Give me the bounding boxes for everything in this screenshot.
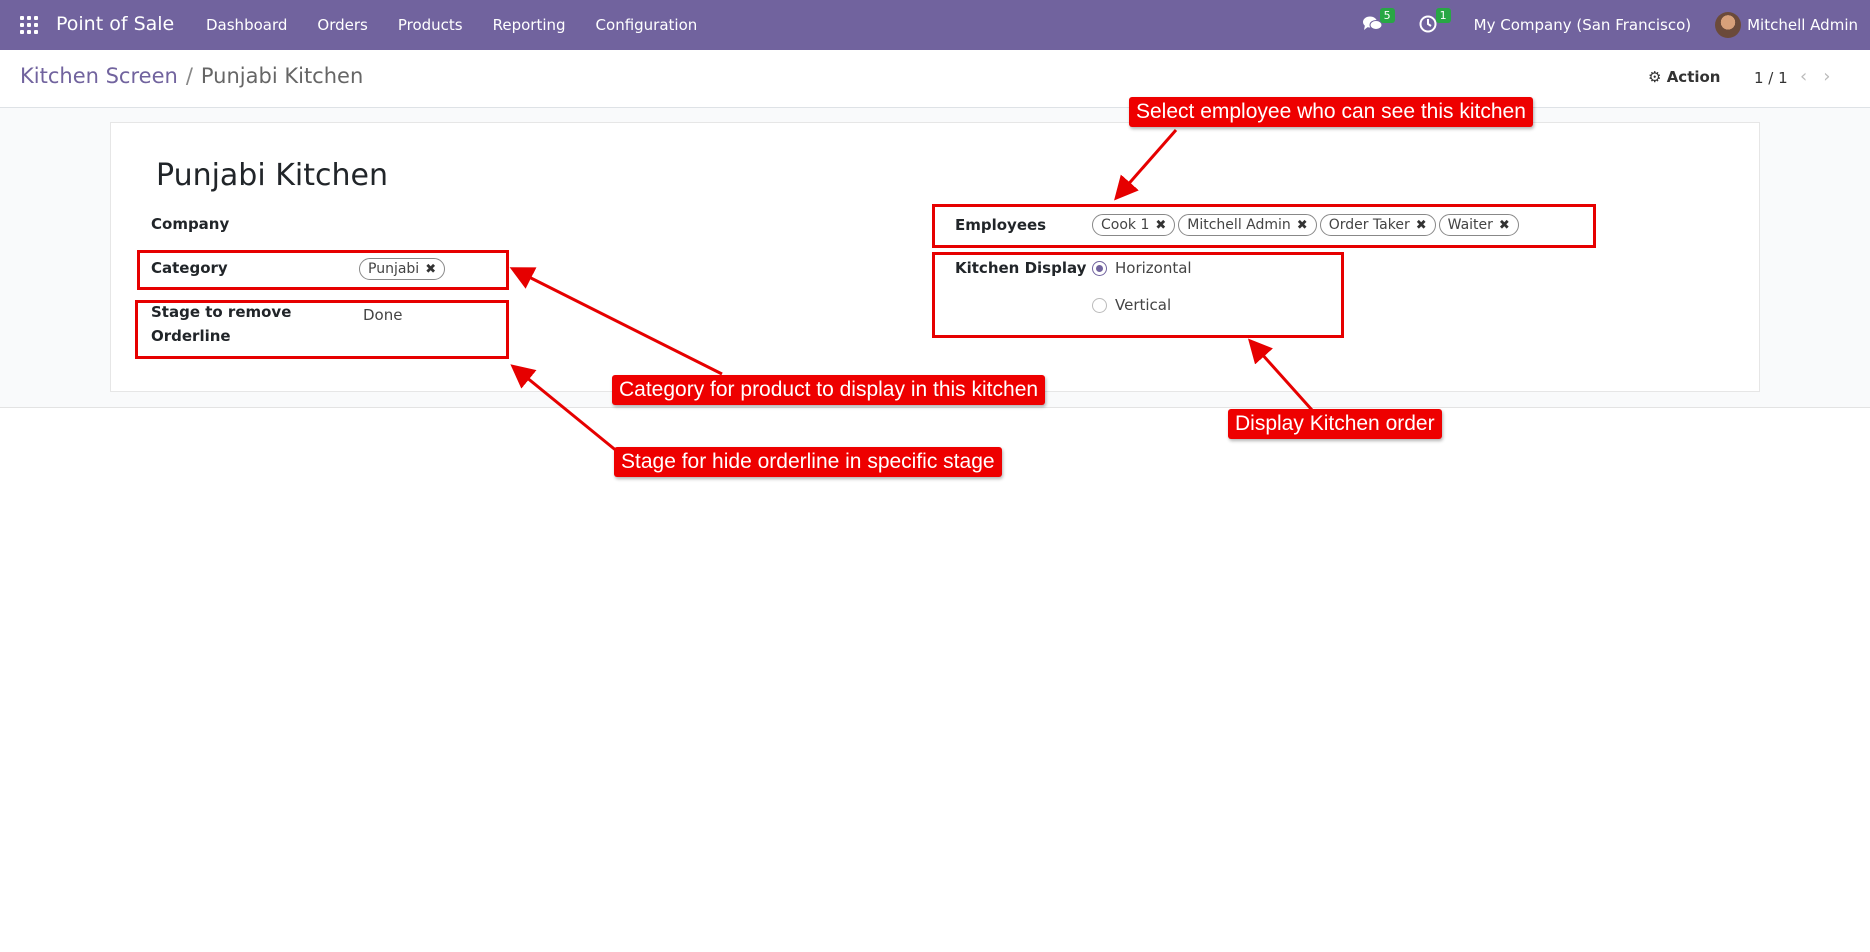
stage-label-line1: Stage to remove [151,303,292,321]
category-arrow [509,267,723,376]
remove-tag-icon[interactable]: ✖ [1498,217,1510,233]
radio-checked-icon [1092,260,1107,276]
radio-horizontal[interactable]: Horizontal [1092,259,1192,277]
pager-value[interactable]: 1 / 1 [1754,69,1788,87]
chevron-left-icon[interactable]: ‹ [1800,66,1808,87]
employee-tag: Cook 1 ✖ [1092,214,1176,236]
employee-tag-label: Order Taker [1328,217,1410,233]
radio-unchecked-icon [1092,297,1107,313]
menu-products[interactable]: Products [397,16,463,34]
employee-tag-label: Mitchell Admin [1187,217,1291,233]
stage-arrow [510,364,619,454]
main-menu: Dashboard Orders Products Reporting Conf… [206,16,727,34]
chat-icon [1362,16,1383,30]
employees-arrow [1114,129,1178,201]
radio-horizontal-label: Horizontal [1115,259,1192,277]
category-field[interactable]: Punjabi ✖ [359,258,448,280]
clock-icon [1419,15,1437,33]
breadcrumb-parent[interactable]: Kitchen Screen [20,64,178,88]
company-switcher[interactable]: My Company (San Francisco) [1473,16,1692,34]
display-arrow [1247,338,1314,412]
employees-note: Select employee who can see this kitchen [1129,97,1533,127]
menu-configuration[interactable]: Configuration [595,16,698,34]
systray: 5 1 My Company (San Francisco) Mitchell … [1362,0,1870,50]
category-tag: Punjabi ✖ [359,258,446,280]
employee-tag: Waiter ✖ [1438,214,1519,236]
stage-field[interactable]: Done [363,306,403,324]
remove-tag-icon[interactable]: ✖ [1155,217,1167,233]
employee-tag-label: Cook 1 [1101,217,1150,233]
category-highlight-box [137,250,509,290]
remove-tag-icon[interactable]: ✖ [425,261,437,277]
chevron-right-icon[interactable]: › [1823,66,1831,87]
activities-button[interactable]: 1 [1418,8,1451,36]
messages-badge: 5 [1379,8,1395,23]
kitchen-display-highlight-box [932,252,1344,338]
employees-label: Employees [955,216,1047,234]
avatar[interactable] [1715,12,1742,38]
breadcrumb-current: Punjabi Kitchen [200,64,364,88]
radio-vertical-label: Vertical [1115,296,1172,314]
top-navbar: Point of Sale Dashboard Orders Products … [0,0,1870,50]
category-label: Category [151,259,228,277]
kitchen-display-label: Kitchen Display [955,259,1087,277]
app-grid-icon[interactable] [20,16,38,34]
stage-note: Stage for hide orderline in specific sta… [614,447,1002,477]
category-note: Category for product to display in this … [612,375,1046,405]
employees-field[interactable]: Cook 1 ✖ Mitchell Admin ✖ Order Taker ✖ … [1092,214,1522,236]
menu-orders[interactable]: Orders [317,16,368,34]
app-title[interactable]: Point of Sale [56,13,175,35]
gear-icon: ⚙ [1648,68,1662,86]
activities-badge: 1 [1435,8,1451,23]
breadcrumb-separator: / [185,64,193,88]
form-sheet [110,122,1760,392]
radio-vertical[interactable]: Vertical [1092,296,1171,314]
employees-highlight-box [932,204,1596,248]
record-title[interactable]: Punjabi Kitchen [156,158,388,193]
messages-button[interactable]: 5 [1362,8,1395,36]
control-panel: Kitchen Screen/Punjabi Kitchen ⚙ Action … [0,50,1870,108]
menu-dashboard[interactable]: Dashboard [206,16,288,34]
action-button[interactable]: ⚙ Action [1648,68,1720,86]
pager-nav: ‹› [1800,66,1846,87]
employee-tag: Order Taker ✖ [1319,214,1436,236]
breadcrumb: Kitchen Screen / Punjabi Kitchen [20,64,363,88]
user-menu[interactable]: Mitchell Admin [1747,16,1858,34]
employee-tag: Mitchell Admin ✖ [1178,214,1317,236]
category-tag-label: Punjabi [368,261,420,277]
remove-tag-icon[interactable]: ✖ [1415,217,1427,233]
company-label: Company [151,215,230,233]
action-label: Action [1666,68,1721,86]
remove-tag-icon[interactable]: ✖ [1296,217,1308,233]
stage-label-line2: Orderline [151,327,231,345]
stage-highlight-box [135,300,509,359]
menu-reporting[interactable]: Reporting [492,16,566,34]
employee-tag-label: Waiter [1447,217,1493,233]
display-note: Display Kitchen order [1228,409,1442,439]
